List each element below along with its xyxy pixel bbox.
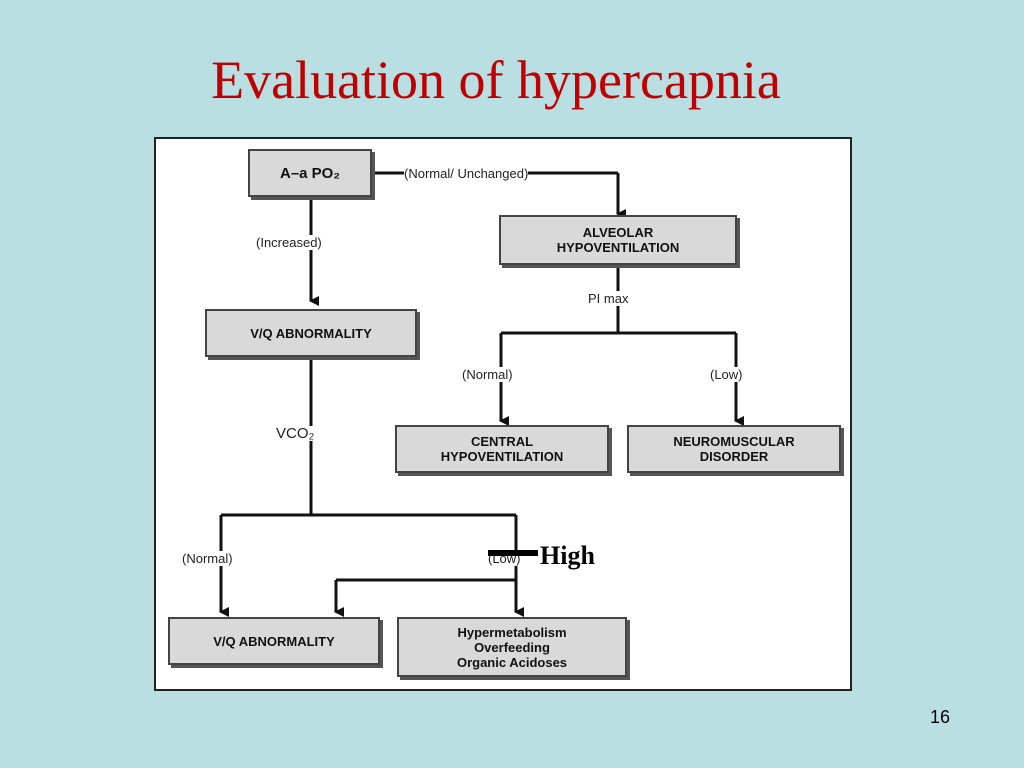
- label-high: High: [540, 541, 595, 570]
- node-vq-abnormality-top: V/Q ABNORMALITY: [205, 309, 417, 357]
- label-increased: (Increased): [256, 235, 322, 250]
- slide-title: Evaluation of hypercapnia: [211, 50, 781, 110]
- node-aa-po2: A–a PO₂: [248, 149, 372, 197]
- label-low-right: (Low): [710, 367, 743, 382]
- node-central-hypoventilation: CENTRAL HYPOVENTILATION: [395, 425, 609, 473]
- node-hypermetabolism: Hypermetabolism Overfeeding Organic Acid…: [397, 617, 627, 677]
- label-normal-left: (Normal): [462, 367, 513, 382]
- label-pi-max: PI max: [588, 291, 629, 306]
- node-alveolar-hypoventilation: ALVEOLAR HYPOVENTILATION: [499, 215, 737, 265]
- label-normal-bottom: (Normal): [182, 551, 233, 566]
- node-neuromuscular-disorder: NEUROMUSCULAR DISORDER: [627, 425, 841, 473]
- label-vco2: VCO₂: [276, 425, 315, 442]
- page-number: 16: [930, 707, 951, 727]
- high-strike-bar: [488, 550, 538, 556]
- node-vq-abnormality-bottom: V/Q ABNORMALITY: [168, 617, 380, 665]
- label-normal-unchanged: (Normal/ Unchanged): [404, 166, 529, 181]
- flowchart-panel: A–a PO₂ ALVEOLAR HYPOVENTILATION V/Q ABN…: [154, 137, 852, 691]
